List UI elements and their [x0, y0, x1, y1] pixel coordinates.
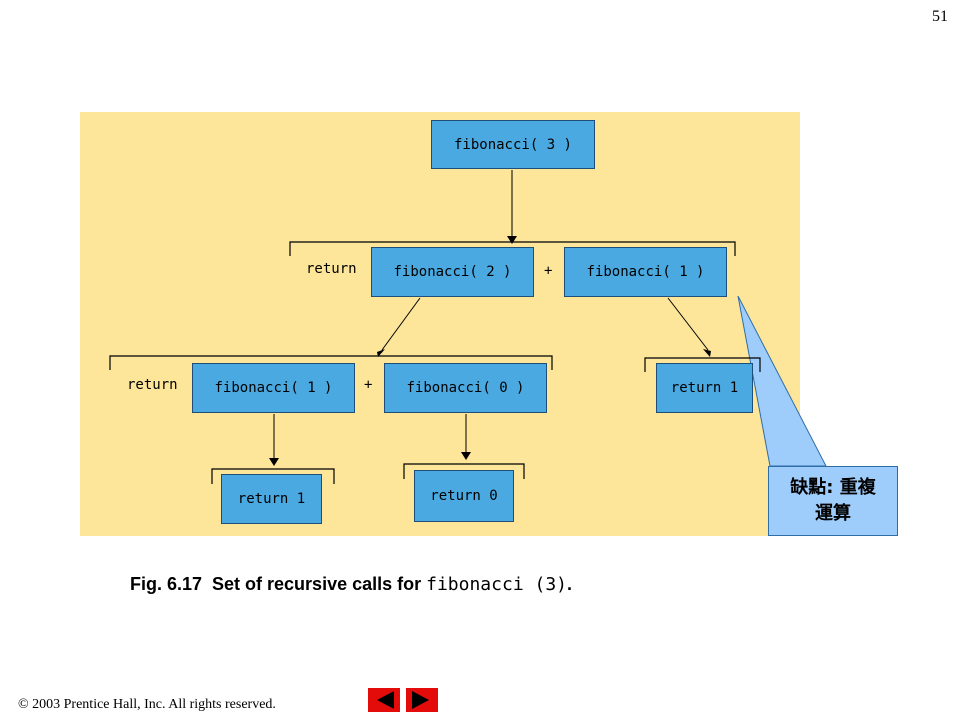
node-return-1-right: return 1	[656, 363, 753, 413]
previous-slide-button[interactable]	[368, 688, 400, 712]
node-fibonacci-0: fibonacci( 0 )	[384, 363, 547, 413]
bracket-level3-right	[403, 463, 525, 479]
bracket-level1	[289, 241, 736, 256]
bracket-level2-left	[109, 355, 553, 370]
level2-return-label: return	[127, 377, 178, 393]
callout-line2: 運算	[815, 503, 851, 524]
node-fibonacci-1-bottom: fibonacci( 1 )	[192, 363, 355, 413]
node-fibonacci-3: fibonacci( 3 )	[431, 120, 595, 169]
caption-code: fibonacci (3)	[426, 574, 568, 595]
triangle-right-icon	[412, 691, 429, 709]
next-slide-button[interactable]	[406, 688, 438, 712]
bracket-level3-left	[211, 468, 335, 484]
page-number: 51	[932, 8, 948, 25]
level2-plus: +	[364, 377, 373, 393]
triangle-left-icon	[377, 691, 394, 709]
node-return-1-left: return 1	[221, 474, 322, 524]
copyright-notice: © 2003 Prentice Hall, Inc. All rights re…	[18, 697, 276, 712]
figure-caption: Fig. 6.17 Set of recursive calls for fib…	[130, 574, 572, 595]
bracket-level2-right	[644, 357, 761, 372]
callout-note: 缺點: 重複 運算	[768, 466, 898, 536]
node-fibonacci-2: fibonacci( 2 )	[371, 247, 534, 297]
node-return-0: return 0	[414, 470, 514, 522]
diagram-panel	[80, 112, 800, 536]
level1-plus: +	[544, 263, 553, 279]
level1-return-label: return	[306, 261, 357, 277]
callout-line1: 缺點: 重複	[790, 477, 876, 498]
node-fibonacci-1-top: fibonacci( 1 )	[564, 247, 727, 297]
caption-suffix: .	[567, 574, 573, 594]
caption-prefix: Fig. 6.17 Set of recursive calls for	[130, 574, 427, 594]
